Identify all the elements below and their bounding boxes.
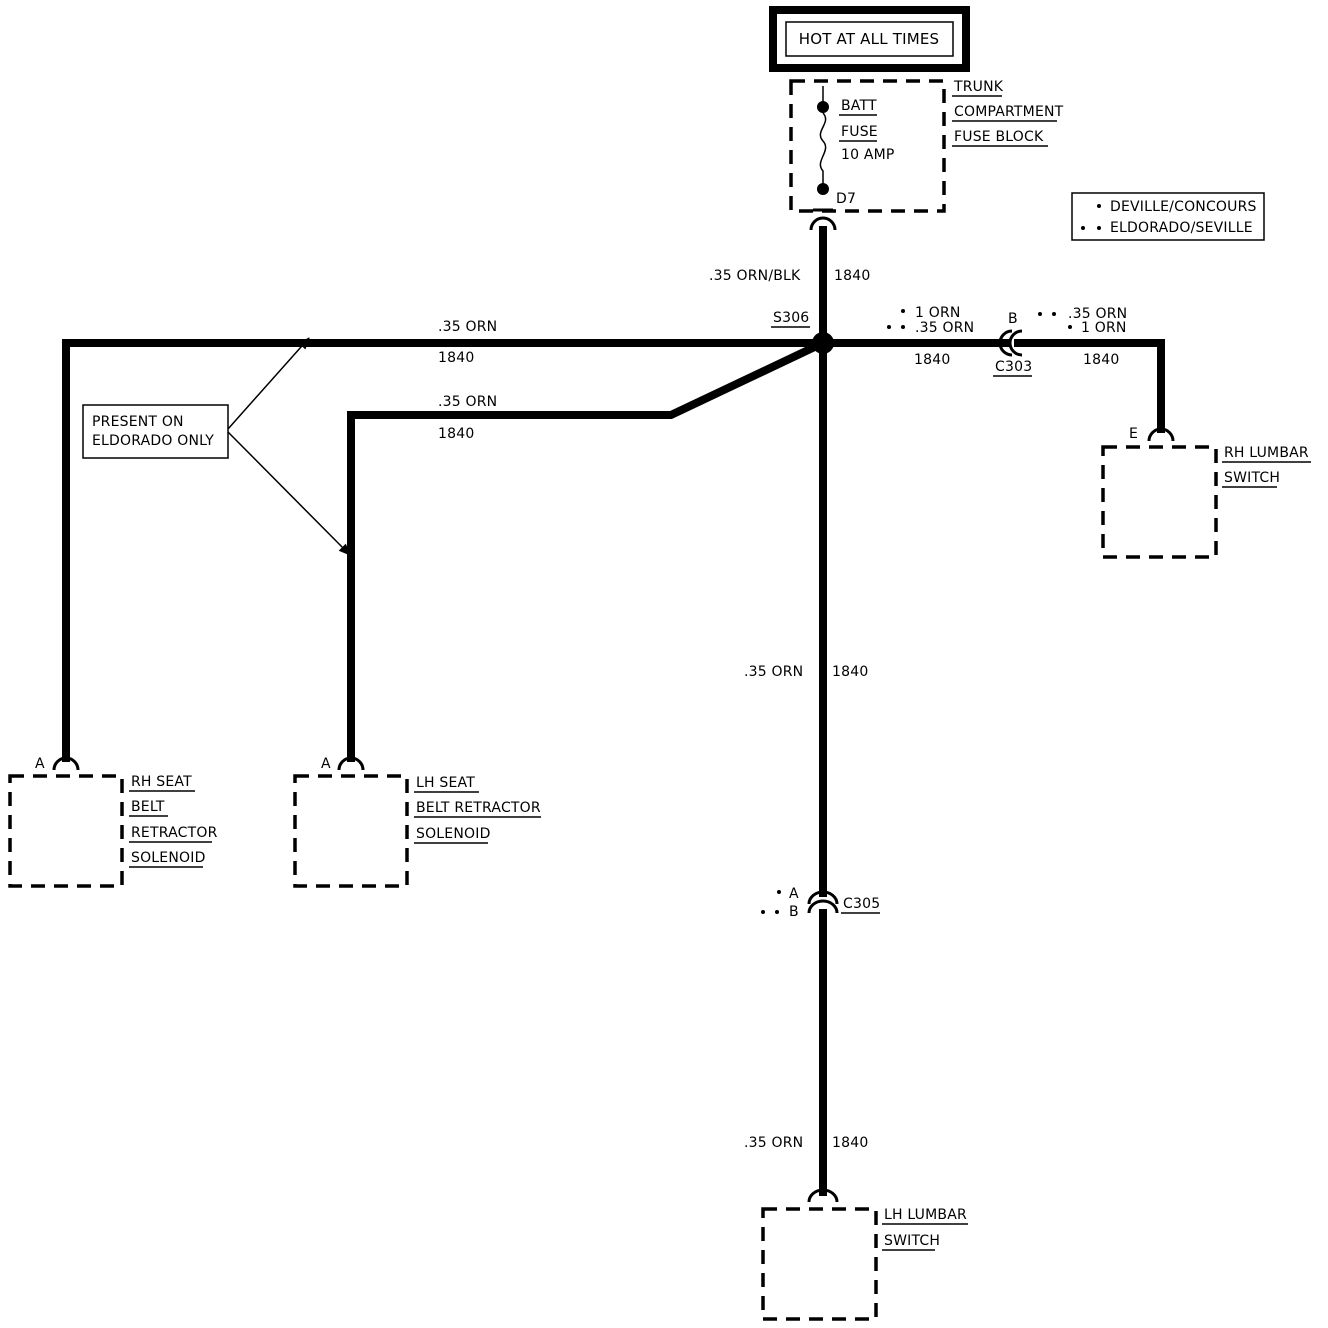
batt-terminal-dot xyxy=(817,101,829,113)
lh-belt-label-1: LH SEAT xyxy=(416,775,475,791)
lh-lumbar-lower-gauge: .35 ORN xyxy=(744,1135,803,1151)
fuse-block-title-2: COMPARTMENT xyxy=(954,104,1064,120)
hot-at-all-times-box: HOT AT ALL TIMES xyxy=(769,6,970,72)
rh-belt-label-4: SOLENOID xyxy=(131,850,206,866)
trunk-fuse-block: BATT FUSE 10 AMP D7 TRUNK COMPARTMENT FU… xyxy=(789,79,1064,213)
rh-lumbar-label-1: RH LUMBAR xyxy=(1224,445,1309,461)
fuse-block-connector xyxy=(809,216,837,231)
batt-label: BATT xyxy=(841,98,877,114)
lh-lumbar-switch: LH LUMBAR SWITCH xyxy=(761,1188,968,1321)
feed-wire-gauge: .35 ORN/BLK xyxy=(709,268,801,284)
c305-pin-a: A xyxy=(789,886,799,902)
splice-s306-label: S306 xyxy=(773,310,809,326)
legend-eldorado: ELDORADO/SEVILLE xyxy=(1110,220,1253,236)
rh-lumbar-gauge-deville-2: 1 ORN xyxy=(1081,320,1127,336)
note-line-1: PRESENT ON xyxy=(92,414,184,430)
lh-belt-wire-gauge: .35 ORN xyxy=(438,394,497,410)
lh-belt-label-3: SOLENOID xyxy=(416,826,491,842)
splice-s306-dot xyxy=(812,332,834,354)
rh-lumbar-outline xyxy=(1101,445,1218,559)
fuse-block-title-3: FUSE BLOCK xyxy=(954,129,1044,145)
fuse-block-outline xyxy=(789,79,946,213)
rh-lumbar-gauge-eldorado: .35 ORN xyxy=(915,320,974,336)
fuse-terminal-d7: D7 xyxy=(836,191,856,207)
rh-lumbar-circuit-left: 1840 xyxy=(914,352,950,368)
fuse-block-title-1: TRUNK xyxy=(953,79,1004,95)
lh-lumbar-upper-gauge: .35 ORN xyxy=(744,664,803,680)
rh-belt-wire-gauge: .35 ORN xyxy=(438,319,497,335)
fuse-label: FUSE xyxy=(841,124,878,140)
lh-belt-wire xyxy=(347,337,829,762)
rh-lumbar-switch: E RH LUMBAR SWITCH xyxy=(1101,426,1311,559)
rh-lumbar-gauge-eldorado-2: .35 ORN xyxy=(1068,306,1127,322)
connector-c303: B C303 xyxy=(993,311,1032,377)
note-arrow-lh xyxy=(227,431,351,556)
rh-belt-retractor-solenoid: A RH SEAT BELT RETRACTOR SOLENOID xyxy=(8,756,218,888)
rh-belt-label-1: RH SEAT xyxy=(131,774,192,790)
feed-wire-circuit: 1840 xyxy=(834,268,870,284)
rh-belt-wire xyxy=(62,339,827,762)
rh-lumbar-circuit-right: 1840 xyxy=(1083,352,1119,368)
rh-lumbar-pin: E xyxy=(1129,426,1138,442)
lh-belt-pin: A xyxy=(321,756,331,772)
c305-label: C305 xyxy=(843,896,880,912)
lh-lumbar-upper-circuit: 1840 xyxy=(832,664,868,680)
d7-terminal-dot xyxy=(817,183,829,195)
lh-lumbar-label-2: SWITCH xyxy=(884,1233,940,1249)
legend-box: DEVILLE/CONCOURS ELDORADO/SEVILLE xyxy=(1071,192,1265,241)
eldorado-note: PRESENT ON ELDORADO ONLY xyxy=(82,337,351,556)
rh-belt-pin: A xyxy=(35,756,45,772)
lh-belt-outline xyxy=(293,774,409,888)
c303-label: C303 xyxy=(995,359,1032,375)
lh-lumbar-outline xyxy=(761,1207,878,1321)
hot-at-all-times-label: HOT AT ALL TIMES xyxy=(799,30,940,48)
connector-c305: A B C305 xyxy=(761,886,880,920)
wiring xyxy=(62,216,1165,1196)
rh-lumbar-wire-b xyxy=(1014,339,1165,433)
c305-pin-b: B xyxy=(789,904,799,920)
rh-lumbar-label-2: SWITCH xyxy=(1224,470,1280,486)
fuse-symbol xyxy=(819,112,827,188)
rh-belt-label-2: BELT xyxy=(131,799,165,815)
fuse-rating: 10 AMP xyxy=(841,147,895,163)
rh-belt-label-3: RETRACTOR xyxy=(131,825,218,841)
note-line-2: ELDORADO ONLY xyxy=(92,433,214,449)
rh-lumbar-gauge-deville: 1 ORN xyxy=(915,305,961,321)
lh-belt-label-2: BELT RETRACTOR xyxy=(416,800,541,816)
legend-deville: DEVILLE/CONCOURS xyxy=(1110,199,1257,215)
c303-pin: B xyxy=(1008,311,1018,327)
rh-belt-wire-circuit: 1840 xyxy=(438,350,474,366)
lh-belt-retractor-solenoid: A LH SEAT BELT RETRACTOR SOLENOID xyxy=(293,756,541,888)
lh-lumbar-label-1: LH LUMBAR xyxy=(884,1207,967,1223)
note-arrow-rh xyxy=(227,337,310,430)
lh-belt-wire-circuit: 1840 xyxy=(438,426,474,442)
rh-belt-outline xyxy=(8,774,124,888)
lh-lumbar-lower-circuit: 1840 xyxy=(832,1135,868,1151)
